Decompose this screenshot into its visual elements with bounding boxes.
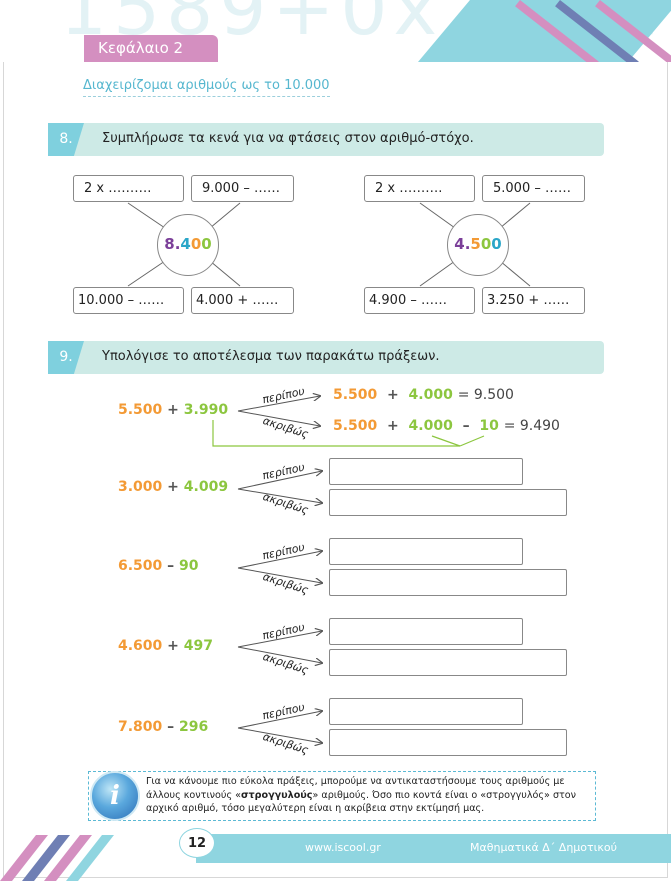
ex8-g1-box-top-left[interactable]: 2 x ………. — [73, 175, 184, 202]
exercise-9-instruction: Υπολόγισε το αποτέλεσμα των παρακάτω πρά… — [102, 349, 440, 364]
ex9-example-a: 5.500 — [118, 402, 163, 418]
ex8-g1-box-top-right[interactable]: 9.000 – …… — [191, 175, 294, 202]
info-icon: i — [90, 771, 140, 821]
target-digit: 8. — [164, 235, 181, 253]
exercise-8-bar — [48, 123, 604, 156]
info-note-box — [88, 771, 596, 821]
ex8-g2-target-circle: 4.500 — [447, 214, 509, 276]
ex9-problem-1-approx-answer[interactable] — [329, 458, 523, 485]
target-digit: 4 — [180, 235, 191, 253]
footer-url[interactable]: www.iscool.gr — [305, 841, 381, 854]
footer-book-title: Μαθηματικά Δ΄ Δημοτικού — [470, 841, 617, 854]
ex8-g2-box-bottom-right[interactable]: 3.250 + …… — [482, 287, 585, 314]
lesson-subtitle: Διαχειρίζομαι αριθμούς ως το 10.000 — [83, 78, 330, 97]
ex9-example-b: 3.990 — [183, 402, 229, 418]
ex9-problem-1-expression: 3.000 + 4.009 — [118, 479, 229, 495]
ex8-g2-box-top-right[interactable]: 5.000 – …… — [482, 175, 585, 202]
ex9-example-expression: 5.500 + 3.990 — [118, 402, 228, 418]
page-number: 12 — [179, 828, 215, 858]
ex9-problem-4-exact-answer[interactable] — [329, 729, 567, 756]
exercise-8-instruction: Συμπλήρωσε τα κενά για να φτάσεις στον α… — [102, 131, 474, 146]
ex9-problem-4-expression: 7.800 – 296 — [118, 719, 209, 735]
ex9-problem-2-approx-answer[interactable] — [329, 538, 523, 565]
ex9-example-exact-line: 5.500 + 4.000 – 10 = 9.490 — [333, 418, 560, 434]
ex9-example-op: + — [167, 402, 179, 418]
ex9-problem-2-exact-answer[interactable] — [329, 569, 567, 596]
info-note-text: Για να κάνουμε πιο εύκολα πράξεις, μπορο… — [146, 776, 577, 814]
ex9-problem-4-approx-answer[interactable] — [329, 698, 523, 725]
ex8-g1-target-circle: 8.400 — [157, 214, 219, 276]
ex9-problem-2-expression: 6.500 – 90 — [118, 558, 199, 574]
ex9-problem-3-approx-answer[interactable] — [329, 618, 523, 645]
target-digit: 0 — [480, 235, 492, 253]
exercise-9-bar — [48, 341, 604, 374]
target-digit: 0 — [201, 235, 212, 253]
ex9-problem-3-expression: 4.600 + 497 — [118, 638, 214, 654]
target-digit: 4. — [454, 235, 471, 253]
ex9-problem-3-exact-answer[interactable] — [329, 649, 567, 676]
footer-band — [196, 834, 671, 863]
ex8-g1-box-bottom-left[interactable]: 10.000 – …… — [73, 287, 184, 314]
chapter-tab: Κεφάλαιο 2 — [84, 35, 218, 62]
ex8-g1-box-bottom-right[interactable]: 4.000 + …… — [191, 287, 294, 314]
ex8-g2-target-number: 4.500 — [454, 235, 501, 253]
ex8-g2-box-top-left[interactable]: 2 x ………. — [364, 175, 475, 202]
target-digit: 0 — [190, 235, 202, 253]
ex8-g2-box-bottom-left[interactable]: 4.900 – …… — [364, 287, 475, 314]
ex9-example-approx-line: 5.500 + 4.000 = 9.500 — [333, 387, 514, 403]
footer-stripes — [0, 835, 114, 881]
target-digit: 5 — [470, 235, 481, 253]
ex9-problem-1-exact-answer[interactable] — [329, 489, 567, 516]
target-digit: 0 — [491, 235, 502, 253]
ex8-g1-target-number: 8.400 — [164, 235, 211, 253]
